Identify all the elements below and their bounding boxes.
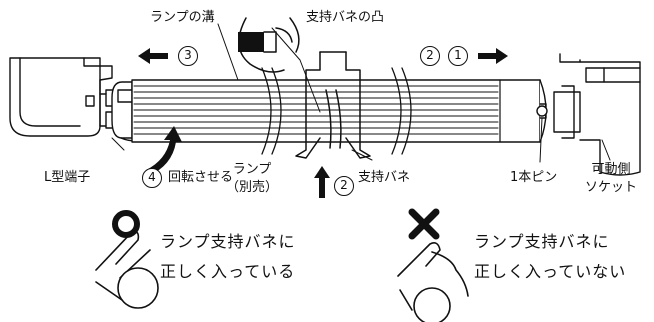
label-l-terminal: L型端子 [44, 170, 91, 185]
step-4-number: 4 [142, 168, 162, 188]
step-2-top-number: 2 [420, 46, 440, 66]
good-example-line1: ランプ支持バネに [160, 232, 296, 251]
arrow-rotate-step4 [146, 126, 182, 176]
label-rotate: 回転させる [168, 170, 234, 185]
arrow-right-step1 [478, 48, 508, 64]
l-type-terminal [99, 89, 117, 129]
label-movable-side: 可動側 [591, 162, 631, 177]
step-2-bottom-number: 2 [334, 176, 354, 196]
right-movable-socket [553, 53, 641, 176]
step-3-number: 3 [178, 46, 198, 66]
lamp-right-cap [536, 103, 548, 119]
left-fixed-socket [9, 57, 113, 137]
leader-lines [111, 23, 611, 163]
bad-example-line2: 正しく入っていない [474, 262, 627, 281]
arrow-left-step3 [138, 48, 168, 64]
support-spring [295, 51, 371, 159]
bad-example-line1: ランプ支持バネに [474, 232, 610, 251]
magnifier-detail [238, 17, 300, 73]
label-one-pin: 1本ピン [510, 170, 558, 185]
good-example-illustration [95, 230, 159, 309]
correct-mark [112, 210, 140, 238]
good-example-line2: 正しく入っている [160, 262, 296, 281]
label-lamp-sold-separately: （別売） [225, 180, 278, 195]
arrow-up-step2 [314, 166, 330, 198]
tube-bands [261, 67, 412, 155]
label-support-spring: 支持バネ [358, 170, 411, 185]
label-lamp: ランプ [232, 162, 272, 177]
wrong-mark [408, 208, 440, 240]
label-lamp-groove: ランプの溝 [150, 10, 215, 25]
lamp-left-cap [111, 81, 141, 142]
step-1-number: 1 [448, 46, 468, 66]
bad-example-illustration [397, 242, 469, 322]
label-socket: ソケット [584, 180, 637, 195]
label-support-spring-bump: 支持バネの凸 [306, 10, 385, 25]
